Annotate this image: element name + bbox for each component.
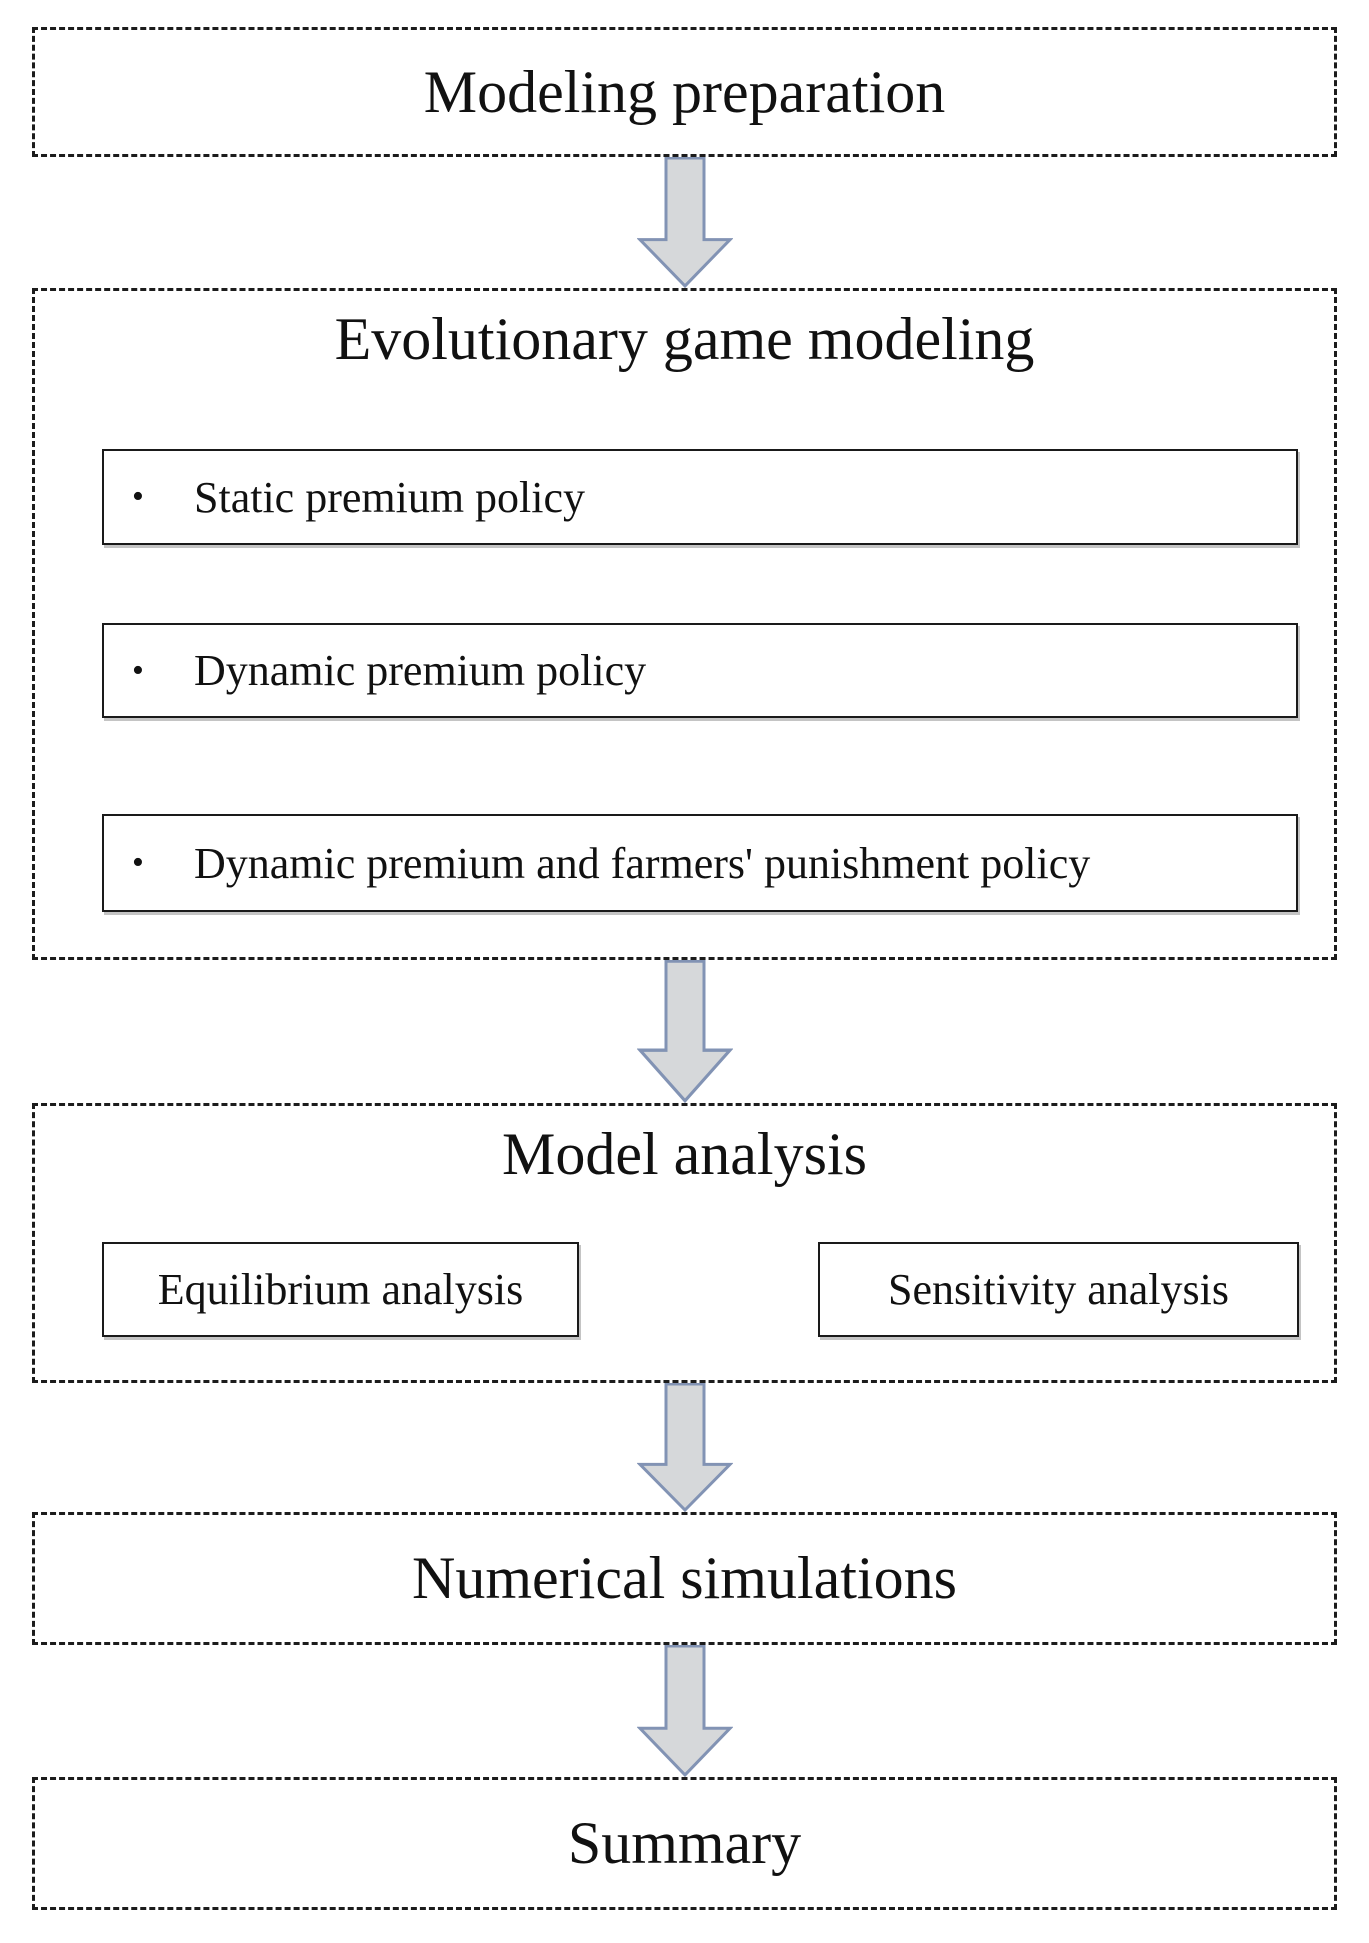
bullet-icon: • (132, 478, 144, 515)
stage-title: Numerical simulations (412, 1545, 957, 1611)
down-arrow-icon (637, 960, 733, 1103)
stage-title: Modeling preparation (423, 58, 946, 125)
policy-item-label: Static premium policy (194, 472, 586, 522)
policy-item-label: Dynamic premium policy (194, 646, 647, 695)
stage-modeling-preparation: Modeling preparation (32, 27, 1337, 157)
stage-title: Evolutionary game modeling (334, 306, 1035, 372)
stage-title: Model analysis (502, 1121, 867, 1187)
stage-summary: Summary (32, 1777, 1337, 1910)
stage-title: Summary (567, 1810, 802, 1876)
down-arrow-icon (637, 1383, 733, 1512)
down-arrow-icon (637, 1645, 733, 1777)
policy-item-box: • Dynamic premium policy (102, 623, 1298, 718)
sensitivity-analysis-box: Sensitivity analysis (818, 1242, 1299, 1337)
stage-numerical-simulations: Numerical simulations (32, 1512, 1337, 1645)
policy-item-box: • Static premium policy (102, 449, 1298, 545)
stage-evolutionary-game-modeling: Evolutionary game modeling • Static prem… (32, 288, 1337, 960)
equilibrium-analysis-box: Equilibrium analysis (102, 1242, 579, 1337)
policy-item-box: • Dynamic premium and farmers' punishmen… (102, 814, 1298, 912)
bullet-icon: • (132, 651, 144, 689)
analysis-label: Sensitivity analysis (888, 1265, 1229, 1314)
bullet-icon: • (132, 844, 144, 881)
analysis-label: Equilibrium analysis (157, 1265, 524, 1314)
policy-item-label: Dynamic premium and farmers' punishment … (194, 838, 1091, 888)
stage-model-analysis: Model analysis Equilibrium analysis Sens… (32, 1103, 1337, 1383)
down-arrow-icon (637, 157, 733, 288)
